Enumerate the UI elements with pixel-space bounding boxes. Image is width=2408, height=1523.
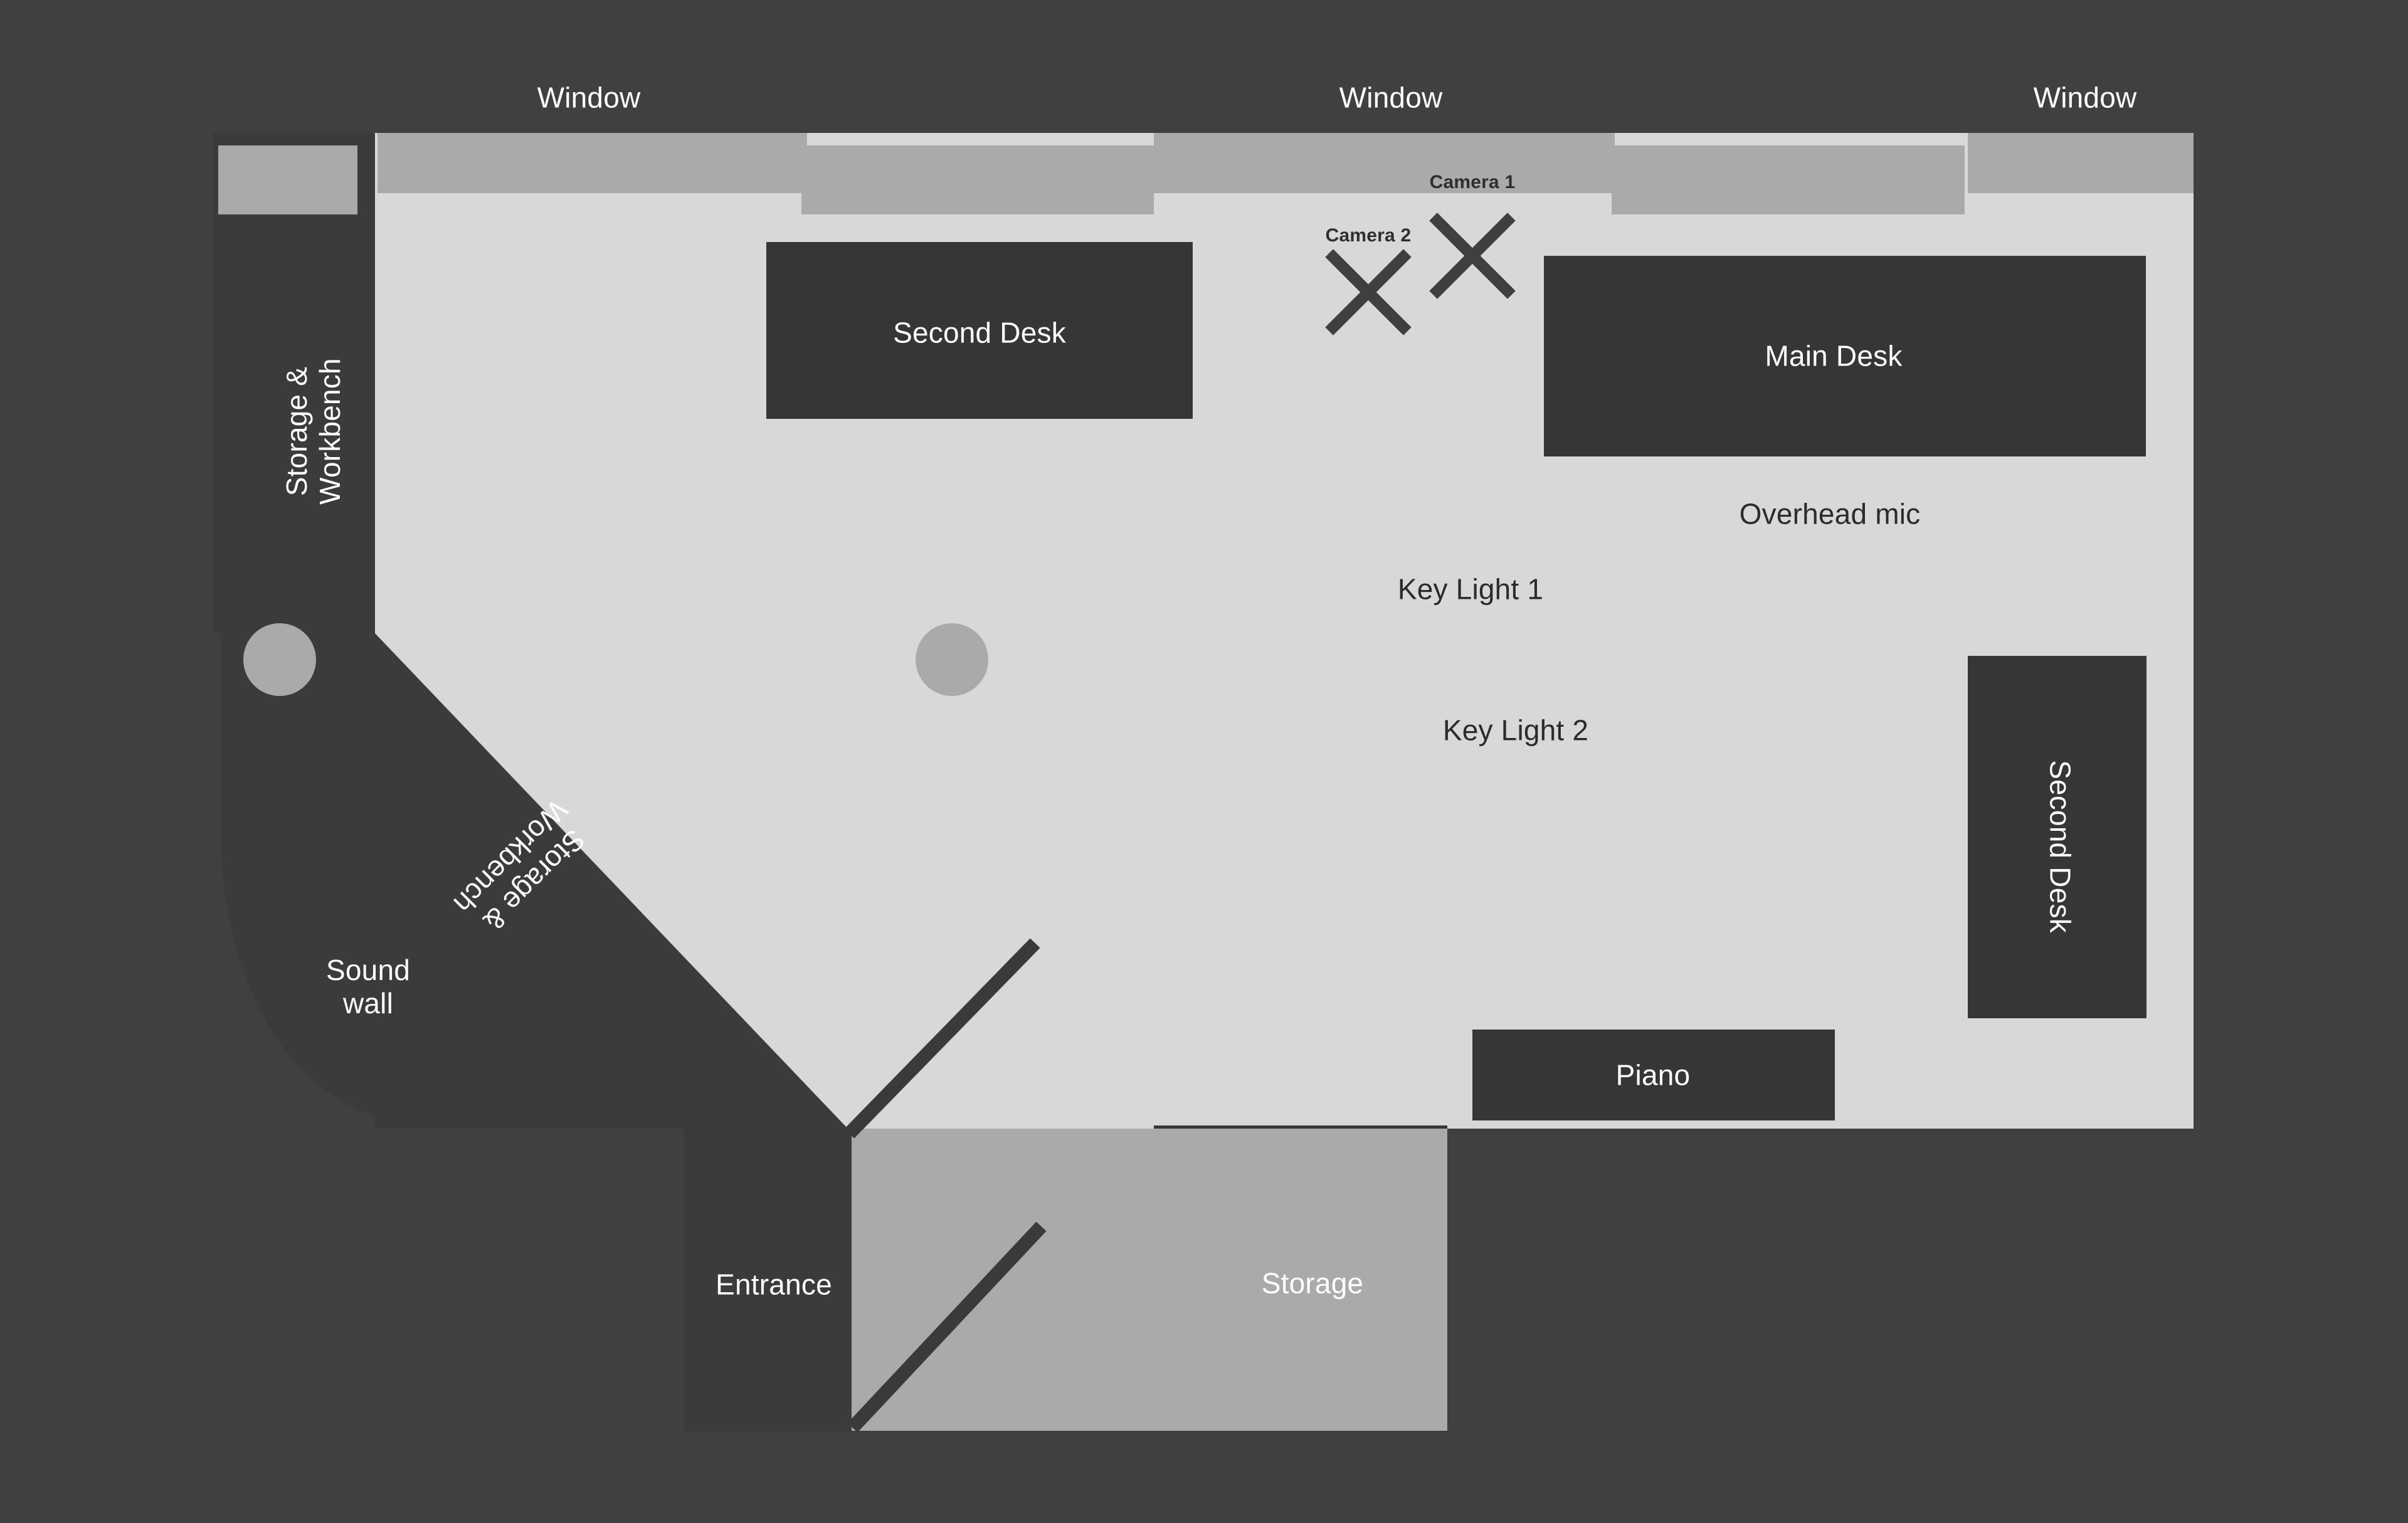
window-band-left [378,133,807,193]
piano-shape[interactable] [1472,1030,1835,1120]
ceiling-fixture-center-icon [916,623,988,696]
second-desk-right-label: Second Desk [2044,760,2077,933]
wall-block-left-inner [801,145,1154,214]
storage-room-label: Storage [1261,1267,1364,1300]
window-label-right: Window [2033,81,2137,114]
wall-block-center-inner [1612,145,1965,214]
camera-markers-group [1325,213,1516,335]
furniture-group [766,242,2147,1163]
door-group [844,938,1047,1433]
overhead-mic-label: Overhead mic [1739,497,1921,530]
second-desk-top-label: Second Desk [893,316,1066,349]
window-band-group [218,133,2194,214]
storage-workbench-left-label: Storage & Workbench [280,358,346,505]
main-desk-shape[interactable] [1544,256,2146,456]
window-band-right [1968,133,2194,193]
storage-room-floor [852,1129,1447,1431]
window-label-center: Window [1339,81,1443,114]
ceiling-fixture-left-icon [243,623,316,696]
door-swing-main-icon [844,938,1040,1139]
door-swing-storage-icon [847,1221,1047,1433]
camera-2-icon[interactable] [1325,249,1412,335]
piano-label: Piano [1615,1058,1691,1092]
sound-wall-label: Sound wall [325,954,411,1020]
storage-room-group [852,1129,1447,1431]
camera-2-label: Camera 2 [1325,224,1412,246]
sound-wall-shape [221,583,848,1433]
key-light-2-label: Key Light 2 [1442,714,1589,747]
window-label-left: Window [537,81,641,114]
entrance-label: Entrance [716,1268,832,1301]
wall-block-far-left [218,145,357,214]
sound-wall-group [221,583,848,1433]
window-band-center [1154,133,1615,193]
second-desk-top-shape[interactable] [766,242,1193,419]
camera-1-icon[interactable] [1429,213,1516,299]
main-desk-label: Main Desk [1765,339,1903,372]
camera-1-label: Camera 1 [1429,171,1516,192]
ceiling-fixtures-group [243,623,988,696]
key-light-1-label: Key Light 1 [1397,572,1544,606]
second-desk-right-shape[interactable] [1968,656,2147,1018]
